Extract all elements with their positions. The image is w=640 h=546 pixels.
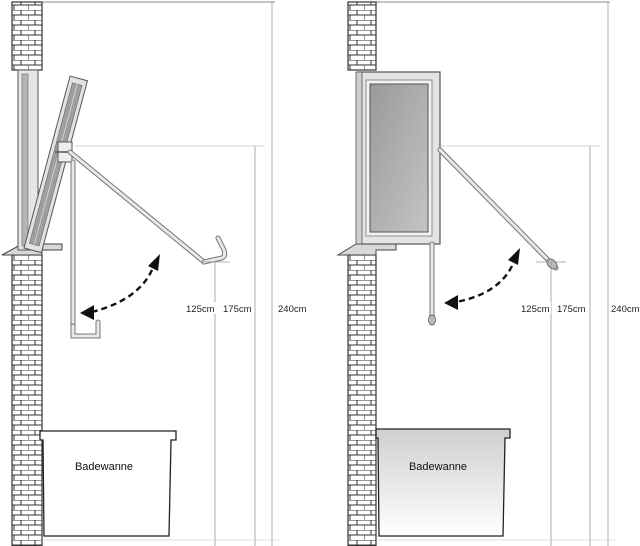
lower-wall (347, 254, 377, 546)
dim-125-label: 125cm (186, 304, 215, 315)
arrow-head-start (148, 254, 160, 271)
rotation-arrow (91, 269, 154, 314)
open-sash (355, 71, 441, 245)
opener-rod (67, 149, 228, 265)
dim-175-label: 175cm (223, 304, 252, 315)
arrow-head-end (444, 295, 458, 310)
window-sill (336, 243, 397, 256)
upper-wall (347, 1, 377, 71)
hanging-rod (428, 241, 436, 326)
tilted-sash (23, 75, 89, 254)
bathtub-label: Badewanne (75, 461, 133, 473)
upper-wall (11, 1, 43, 71)
dim-240-label: 240cm (278, 304, 307, 315)
rotation-arrow (455, 265, 514, 304)
dim-125-label: 125cm (521, 304, 550, 315)
window-glass (369, 83, 429, 233)
opener-rod (437, 147, 559, 271)
left-panel: Badewanne 125cm 175cm 240cm (1, 1, 310, 546)
bathtub (39, 430, 177, 537)
dim-175-label: 175cm (557, 304, 586, 315)
right-panel: Badewanne 125cm 175cm 240cm (336, 1, 640, 546)
bathtub (375, 428, 511, 537)
lower-wall (11, 254, 43, 546)
bathtub-label: Badewanne (409, 461, 467, 473)
hanging-rod (70, 159, 101, 339)
dim-240-label: 240cm (611, 304, 640, 315)
arrow-head-start (508, 248, 520, 265)
arrow-head-end (80, 305, 94, 320)
